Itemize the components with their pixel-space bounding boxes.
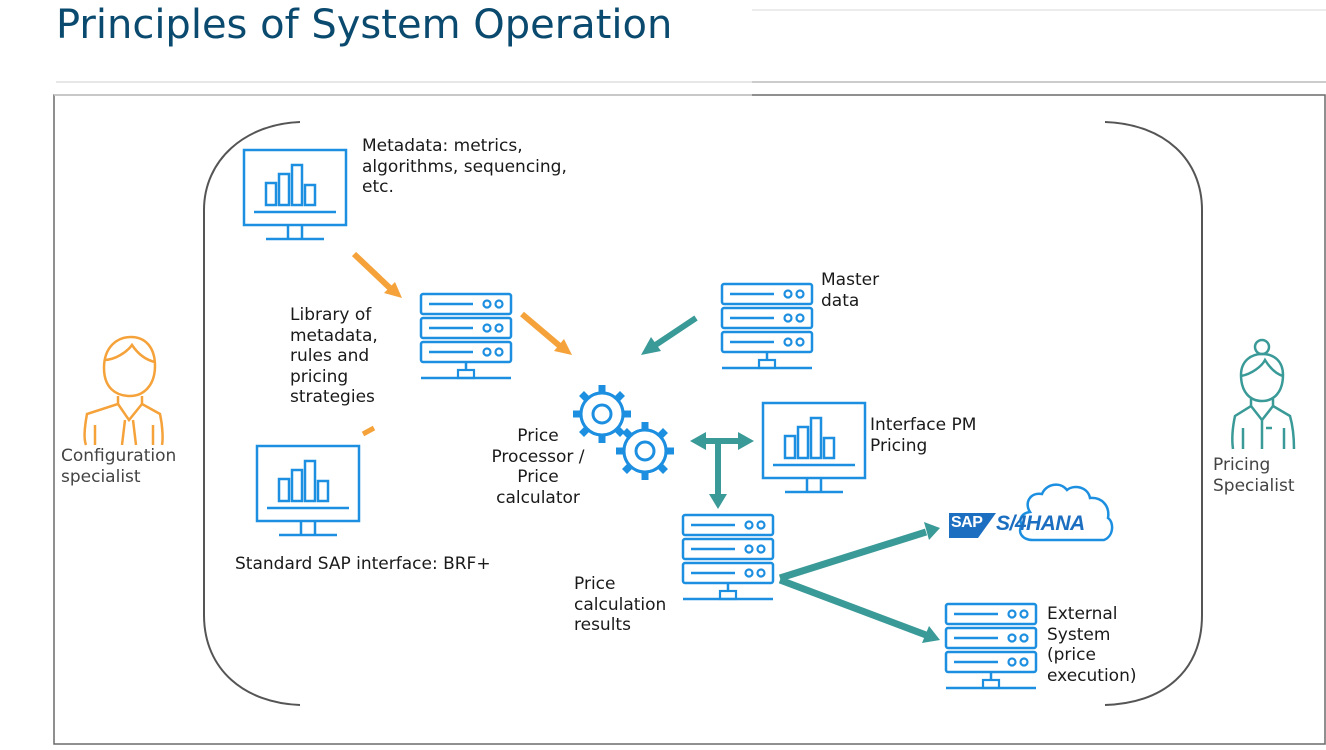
results-server-icon — [681, 513, 775, 601]
price-results-label: Price calculation results — [574, 574, 667, 635]
price-processor-gears-icon — [573, 385, 674, 480]
metadata-monitor-icon — [242, 148, 348, 241]
master-data-server-icon — [720, 282, 814, 370]
metadata-label: Metadata: metrics, algorithms, sequencin… — [362, 136, 567, 197]
library-label: Library of metadata, rules and pricing s… — [290, 305, 378, 407]
library-server-icon — [419, 292, 513, 380]
sap-badge-text: SAP — [951, 514, 983, 531]
right-bracket — [1104, 121, 1203, 706]
sap-s4hana-logo — [949, 483, 1114, 542]
s4hana-text: S/4HANA — [996, 512, 1085, 535]
configuration-specialist-label: Configuration specialist — [61, 446, 177, 487]
standard-sap-label: Standard SAP interface: BRF+ — [235, 554, 491, 574]
pricing-specialist-label: Pricing Specialist — [1213, 455, 1295, 496]
price-processor-label: Price Processor / Price calculator — [491, 426, 585, 508]
external-system-server-icon — [944, 602, 1038, 690]
interface-pm-monitor-icon — [761, 401, 867, 494]
external-system-label: External System (price execution) — [1047, 604, 1137, 686]
brf-monitor-icon — [255, 444, 361, 537]
left-bracket — [203, 121, 301, 706]
interface-pm-label: Interface PM Pricing — [870, 415, 977, 456]
master-data-label: Master data — [821, 270, 880, 311]
pricing-specialist-icon — [1231, 338, 1296, 450]
configuration-specialist-icon — [83, 335, 164, 446]
page-title: Principles of System Operation — [56, 2, 673, 48]
orange-arrows — [351, 251, 572, 437]
teal-arrows — [641, 315, 940, 643]
